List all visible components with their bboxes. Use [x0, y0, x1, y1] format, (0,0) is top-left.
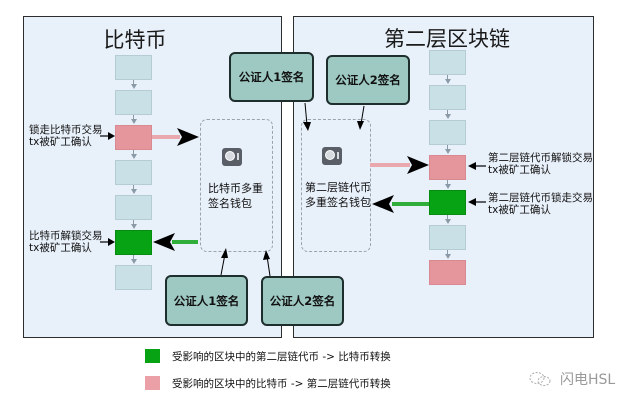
bitcoin-block-pink — [115, 125, 152, 150]
layer2-block-pink — [429, 155, 466, 180]
chain-arrow-icon — [130, 224, 137, 229]
notary1-signature-top: 公证人1签名 — [229, 52, 314, 102]
arrow-head-to-bitcoin-wallet — [177, 128, 199, 146]
bitcoin-block-normal — [115, 90, 152, 115]
chain-arrow-icon — [444, 184, 451, 189]
bitcoin-chain-link — [133, 115, 134, 120]
chain-arrow-icon — [130, 84, 137, 89]
arrow-head-to-layer2-pink-block — [407, 156, 429, 174]
bitcoin-unlock-tx-label: 比特币解锁交易 tx被矿工确认 — [29, 230, 103, 254]
bitcoin-block-green — [115, 230, 152, 255]
safe-icon — [322, 147, 342, 165]
chain-arrow-icon — [444, 79, 451, 84]
layer2-block-pink — [429, 260, 466, 285]
layer2-block-green — [429, 190, 466, 215]
layer2-chain-link — [447, 145, 448, 150]
bitcoin-block-normal — [115, 265, 152, 290]
chain-arrow-icon — [444, 254, 451, 259]
safe-icon — [222, 148, 242, 166]
bitcoin-chain-link — [133, 220, 134, 225]
watermark-text: 闪电HSL — [560, 372, 616, 388]
chain-arrow-icon — [444, 114, 451, 119]
bitcoin-chain-link — [133, 185, 134, 190]
notary1-signature-bottom: 公证人1签名 — [165, 275, 248, 326]
layer2-lock-tx-label: 第二层链代币锁走交易 tx被矿工确认 — [488, 192, 593, 216]
chain-arrow-icon — [130, 119, 137, 124]
layer2-unlock-tx-label: 第二层链代币解锁交易 tx被矿工确认 — [488, 152, 593, 176]
bitcoin-chain-link — [133, 80, 134, 85]
layer2-chain-link — [447, 110, 448, 115]
layer2-block-normal — [429, 50, 466, 75]
bitcoin-wallet-label: 比特币多重 签名钱包 — [208, 182, 263, 210]
chain-arrow-icon — [444, 149, 451, 154]
legend-swatch-pink — [145, 376, 160, 390]
bitcoin-multisig-wallet — [200, 119, 273, 252]
notary2-signature-top: 公证人2签名 — [326, 55, 410, 105]
layer2-chain-link — [447, 180, 448, 185]
layer2-block-normal — [429, 85, 466, 110]
layer2-chain-link — [447, 75, 448, 80]
wechat-icon — [529, 372, 551, 386]
chain-arrow-icon — [444, 219, 451, 224]
notary1-top-to-layer2-wallet — [304, 102, 308, 126]
bitcoin-lock-tx-label: 锁走比特币交易 tx被矿工确认 — [29, 124, 103, 148]
legend-text-pink: 受影响的区块中的比特币 -> 第二层链代币转换 — [172, 378, 391, 390]
chain-arrow-icon — [130, 259, 137, 264]
chain-arrow-icon — [130, 189, 137, 194]
layer2-panel-title: 第二层区块链 — [384, 27, 510, 51]
bitcoin-block-normal — [115, 55, 152, 80]
bitcoin-block-normal — [115, 160, 152, 185]
chain-arrow-icon — [130, 154, 137, 159]
arrow-head-to-bitcoin-green-block — [153, 233, 175, 251]
layer2-wallet-label: 第二层链代币 多重签名钱包 — [305, 181, 371, 209]
layer2-multisig-wallet — [301, 119, 371, 252]
layer2-chain-link — [447, 250, 448, 255]
bitcoin-block-normal — [115, 195, 152, 220]
notary2-signature-bottom: 公证人2签名 — [261, 276, 344, 326]
layer2-block-normal — [429, 120, 466, 145]
bitcoin-chain-link — [133, 150, 134, 155]
bitcoin-chain-link — [133, 255, 134, 260]
bitcoin-panel-title: 比特币 — [103, 28, 167, 52]
legend-swatch-green — [145, 349, 160, 363]
layer2-block-normal — [429, 225, 466, 250]
layer2-chain-link — [447, 215, 448, 220]
arrow-head-to-layer2-wallet — [372, 195, 394, 213]
legend-text-green: 受影响的区块中的第二层链代币 -> 比特币转换 — [172, 351, 391, 363]
